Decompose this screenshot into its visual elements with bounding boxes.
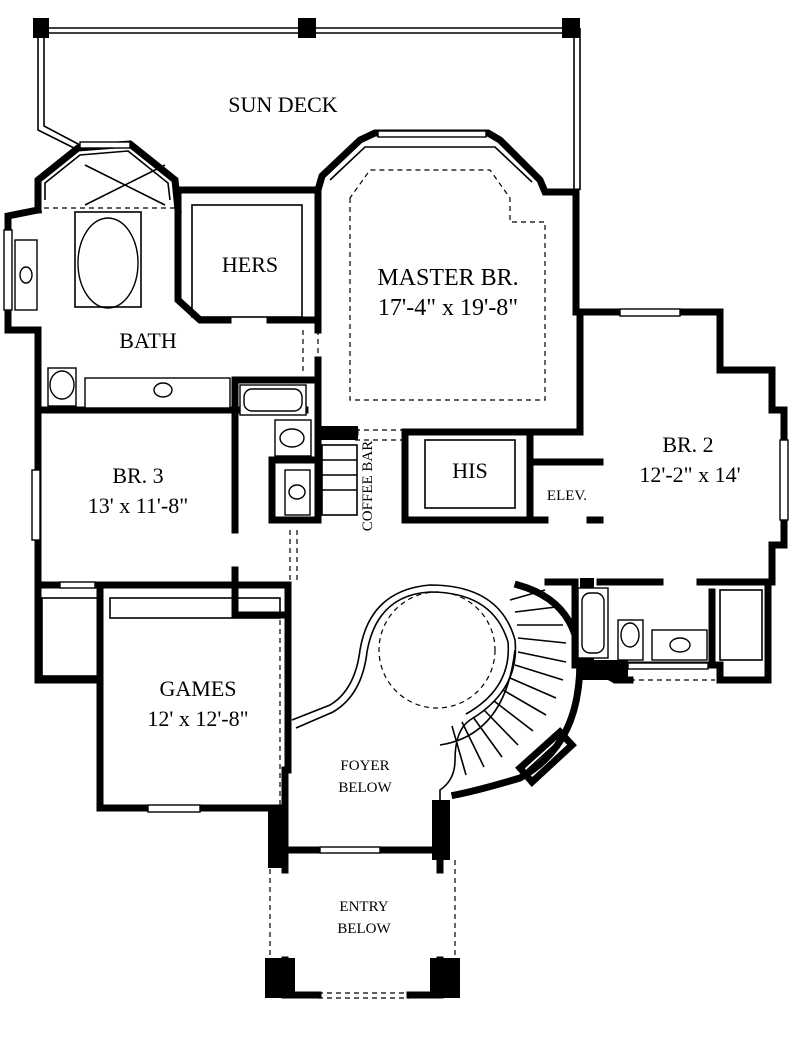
room-size-br3: 13' x 11'-8"	[88, 493, 188, 518]
room-label-br2: BR. 2	[662, 432, 713, 457]
room-label-entry: ENTRY	[339, 899, 388, 915]
room-label-foyer: FOYER	[340, 758, 389, 774]
structural-blocks	[265, 426, 628, 998]
room-label-his: HIS	[452, 458, 487, 483]
room-label-games: GAMES	[159, 676, 236, 701]
room-label-elev: ELEV.	[547, 488, 587, 504]
windows	[3, 141, 789, 813]
room-size-master: 17'-4" x 19'-8"	[378, 295, 518, 321]
openings	[279, 330, 715, 805]
room-label-hers: HERS	[222, 252, 278, 277]
room-label-sun-deck: SUN DECK	[228, 92, 338, 117]
spiral-stair	[291, 580, 584, 800]
room-label-br3: BR. 3	[112, 463, 163, 488]
bath-bay-window	[34, 140, 182, 214]
room-label-bath: BATH	[119, 328, 177, 353]
room-label-entry-below: BELOW	[337, 921, 391, 937]
room-label-foyer-below: BELOW	[338, 780, 392, 796]
sun-deck-railing	[33, 18, 581, 190]
room-size-games: 12' x 12'-8"	[147, 706, 248, 731]
stair-treads	[451, 589, 567, 776]
fixtures	[14, 211, 763, 677]
master-bay	[313, 129, 580, 401]
room-size-br2: 12'-2" x 14'	[639, 462, 740, 487]
room-label-master: MASTER BR.	[377, 265, 518, 291]
room-label-coffee-bar: COFFEE BAR	[360, 441, 376, 531]
